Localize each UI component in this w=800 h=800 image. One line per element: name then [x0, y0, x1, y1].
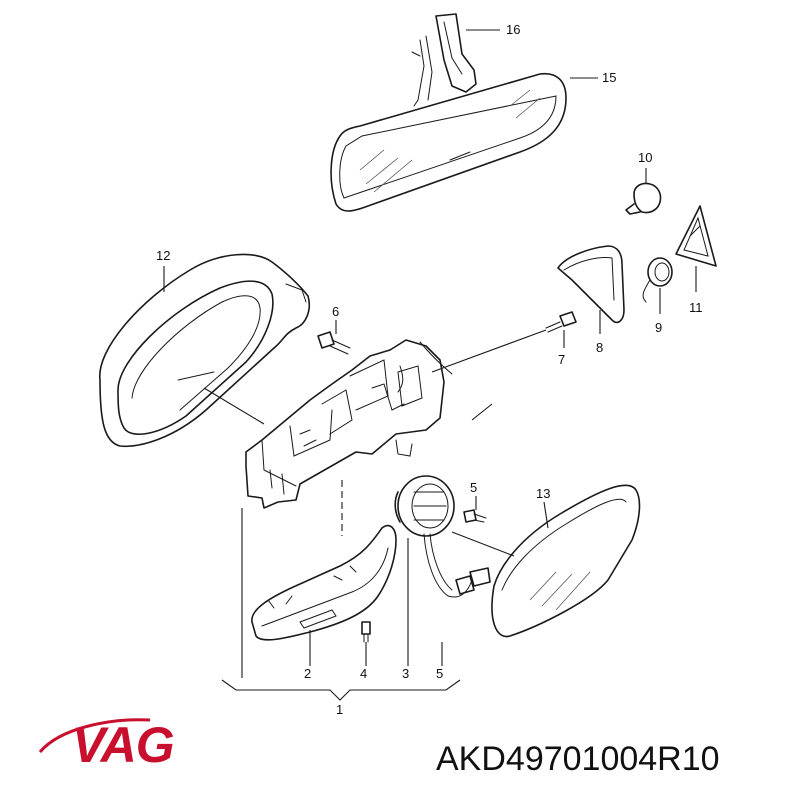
callout-16: 16 [506, 22, 520, 37]
part-number: AKD49701004R10 [436, 740, 720, 778]
assembly-brace [221, 679, 461, 701]
part-5-screw [463, 509, 487, 523]
part-2-lower-cover [251, 524, 397, 641]
part-9-ring [642, 257, 673, 303]
leader-12-to-bracket [203, 387, 265, 425]
part-4-screw [361, 621, 371, 643]
callout-3: 3 [402, 666, 409, 681]
part-3-adjustment-motor [394, 475, 491, 598]
callout-7: 7 [558, 352, 565, 367]
leader-bracket-to-glass [471, 403, 493, 421]
part-8-triangle-cover [557, 245, 625, 324]
callout-5-bottom: 5 [436, 666, 443, 681]
part-16-mirror-mount [411, 13, 477, 107]
part-10-cap [625, 182, 662, 215]
callout-15: 15 [602, 70, 616, 85]
callout-6: 6 [332, 304, 339, 319]
callout-11: 11 [689, 300, 703, 315]
part-11-warning-triangle [675, 205, 717, 267]
part-12-mirror-housing [99, 253, 311, 448]
callout-8: 8 [596, 340, 603, 355]
part-mirror-base-bracket [245, 339, 453, 509]
callout-4: 4 [360, 666, 367, 681]
vag-logo: VAG [38, 717, 175, 773]
part-6-bolt [317, 331, 351, 355]
part-15-interior-mirror [330, 72, 567, 212]
callout-2: 2 [304, 666, 311, 681]
part-13-mirror-glass [491, 484, 641, 638]
leader-7-to-bracket [431, 329, 547, 373]
callout-5-top: 5 [470, 480, 477, 495]
callout-1: 1 [336, 702, 343, 717]
logo-swoosh [38, 718, 151, 753]
callout-9: 9 [655, 320, 662, 335]
callout-12: 12 [156, 248, 170, 263]
callout-13: 13 [536, 486, 550, 501]
leader-13-to-motor [451, 531, 515, 557]
logo-text: VAG [72, 717, 174, 773]
part-7-bolt [545, 311, 577, 333]
leader-13 [543, 501, 549, 529]
callout-10: 10 [638, 150, 652, 165]
